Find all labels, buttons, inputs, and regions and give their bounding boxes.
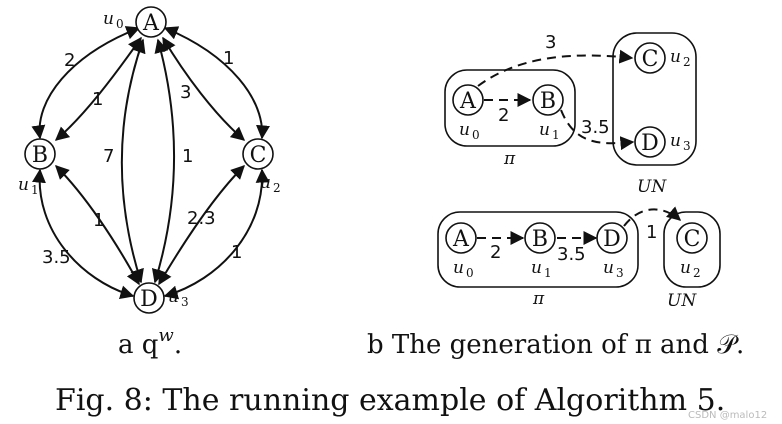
svg-text:C: C <box>684 227 701 252</box>
node-bottom-b: B <box>524 222 556 254</box>
edge-a-d-right <box>151 38 176 284</box>
weight-bottom-b-d: 3.5 <box>557 244 586 265</box>
svg-text:D: D <box>603 227 621 252</box>
svg-text:B: B <box>532 227 548 252</box>
group-un-bottom <box>663 211 721 288</box>
group-pi-bottom <box>437 211 639 288</box>
watermark: CSDN @malo12 <box>688 410 767 421</box>
sublabel-b: b The generation of π and 𝒫. <box>367 330 744 360</box>
weight-b-d-inner: 1 <box>93 210 104 231</box>
weight-bottom-a-b: 2 <box>490 242 501 263</box>
weight-b-d-outer: 3.5 <box>42 247 71 268</box>
edge-top-b-d <box>560 109 635 151</box>
figure-caption: Fig. 8: The running example of Algorithm… <box>55 383 725 418</box>
node-top-a: A <box>452 84 484 116</box>
edge-b-d-outer <box>31 168 135 300</box>
sublabel-a: a qw. <box>118 325 182 360</box>
weight-a-c-inner: 3 <box>180 82 191 103</box>
svg-text:C: C <box>250 143 267 168</box>
group-label-top-pi: π <box>503 149 516 169</box>
node-a: A <box>135 6 167 38</box>
svg-text:D: D <box>140 287 158 312</box>
node-bottom-c: C <box>676 222 708 254</box>
weight-top-a-b: 2 <box>498 105 509 126</box>
group-label-top-un: UN <box>637 177 667 197</box>
weight-a-d-right: 1 <box>182 146 193 167</box>
node-c: C <box>242 138 274 170</box>
node-bottom-a: A <box>445 222 477 254</box>
weight-a-c-outer: 1 <box>223 48 234 69</box>
svg-text:B: B <box>32 143 48 168</box>
weight-top-a-c: 3 <box>545 32 556 53</box>
edge-a-c-outer <box>163 26 270 140</box>
svg-text:A: A <box>142 11 160 36</box>
edge-a-d-left <box>120 38 146 284</box>
svg-text:D: D <box>641 131 659 156</box>
svg-text:A: A <box>452 227 470 252</box>
node-top-d: D <box>634 126 666 158</box>
weight-a-d-left: 7 <box>103 146 114 167</box>
svg-text:A: A <box>459 89 477 114</box>
group-un-top <box>612 32 697 166</box>
group-label-bottom-un: UN <box>667 291 697 311</box>
weight-a-b-outer: 2 <box>64 50 75 71</box>
weight-c-d-inner: 2.3 <box>187 208 216 229</box>
edge-bottom-d-c <box>623 206 682 227</box>
edge-c-d-outer <box>163 168 270 300</box>
node-bottom-d: D <box>596 222 628 254</box>
svg-text:B: B <box>540 89 556 114</box>
edge-top-a-c <box>477 49 634 87</box>
weight-a-b-inner: 1 <box>92 89 103 110</box>
group-label-bottom-pi: π <box>532 289 545 309</box>
node-top-b: B <box>532 84 564 116</box>
svg-text:C: C <box>642 47 659 72</box>
weight-top-b-d: 3.5 <box>581 117 610 138</box>
group-pi-top <box>444 69 576 147</box>
weight-c-d-outer: 1 <box>231 242 242 263</box>
node-d: D <box>133 282 165 314</box>
weight-bottom-d-c: 1 <box>646 222 657 243</box>
node-b: B <box>24 138 56 170</box>
node-top-c: C <box>634 42 666 74</box>
